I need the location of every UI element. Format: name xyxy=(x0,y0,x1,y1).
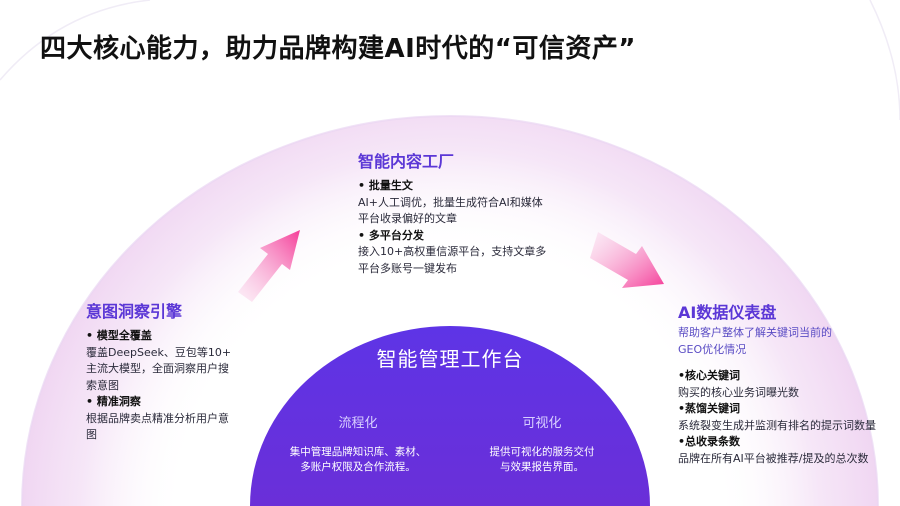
hub-right-subtitle: 可视化 xyxy=(522,416,562,431)
right-item-desc: 购买的核心业务词曝光数 xyxy=(678,385,799,399)
arrow-right-icon xyxy=(590,232,664,288)
right-intro: GEO优化情况 xyxy=(678,342,747,356)
right-item-label: •总收录条数 xyxy=(678,435,741,448)
right-item-desc: 品牌在所有AI平台被推荐/提及的总次数 xyxy=(678,451,869,465)
center-item-desc: 平台多账号一键发布 xyxy=(358,261,457,275)
left-item-desc: 覆盖DeepSeek、豆包等10+ xyxy=(86,345,232,359)
right-item-desc: 系统裂变生成并监测有排名的提示词数量 xyxy=(678,418,876,432)
hub-visual-column: 可视化 提供可视化的服务交付 与效果报告界面。 xyxy=(447,412,637,475)
arrow-left-icon xyxy=(238,230,300,302)
right-intro: 帮助客户整体了解关键词当前的 xyxy=(678,326,832,339)
hub-left-subtitle: 流程化 xyxy=(338,416,378,431)
center-item-desc: 平台收录偏好的文章 xyxy=(358,212,457,225)
center-item-label: • 多平台分发 xyxy=(358,228,424,242)
left-item-label: • 精准洞察 xyxy=(86,395,141,408)
center-item-desc: 接入10+高权重信源平台，支持文章多 xyxy=(358,245,547,258)
smart-content-factory: 智能内容工厂 • 批量生文 AI+人工调优，批量生成符合AI和媒体 平台收录偏好… xyxy=(358,152,573,277)
hub-title: 智能管理工作台 xyxy=(376,347,524,371)
decor-curve-left xyxy=(0,0,151,81)
center-item-label: • 批量生文 xyxy=(358,179,413,192)
right-heading: AI数据仪表盘 xyxy=(678,303,777,322)
right-item-label: •核心关键词 xyxy=(678,369,741,382)
center-item-desc: AI+人工调优，批量生成符合AI和媒体 xyxy=(358,195,543,209)
left-heading: 意图洞察引擎 xyxy=(86,302,183,321)
hub-right-line: 与效果报告界面。 xyxy=(500,461,584,473)
hub-semicircle xyxy=(250,326,650,506)
hub-left-line: 集中管理品牌知识库、素材、 xyxy=(289,446,427,458)
outer-arc xyxy=(22,116,878,506)
intent-insight-engine: 意图洞察引擎 • 模型全覆盖 覆盖DeepSeek、豆包等10+ 主流大模型，全… xyxy=(86,302,238,444)
hub-process-column: 流程化 集中管理品牌知识库、素材、 多账户权限及合作流程。 xyxy=(263,412,453,475)
center-heading: 智能内容工厂 xyxy=(358,152,455,171)
ai-data-dashboard: AI数据仪表盘 帮助客户整体了解关键词当前的 GEO优化情况 •核心关键词 购买… xyxy=(678,303,888,467)
outer-arc-edge xyxy=(21,115,879,506)
hub-right-line: 提供可视化的服务交付 xyxy=(489,446,595,458)
left-item-desc: 索意图 xyxy=(86,378,119,392)
left-item-desc: 主流大模型，全面洞察用户搜 xyxy=(86,362,229,375)
page-title: 四大核心能力，助力品牌构建AI时代的“可信资产” xyxy=(40,34,636,64)
right-item-label: •蒸馏关键词 xyxy=(678,402,741,415)
left-item-desc: 根据品牌卖点精准分析用户意 xyxy=(86,411,229,425)
decor-curve-right xyxy=(869,0,900,121)
left-item-desc: 图 xyxy=(86,428,97,441)
hub-left-line: 多账户权限及合作流程。 xyxy=(300,461,416,473)
left-item-label: • 模型全覆盖 xyxy=(86,329,152,342)
